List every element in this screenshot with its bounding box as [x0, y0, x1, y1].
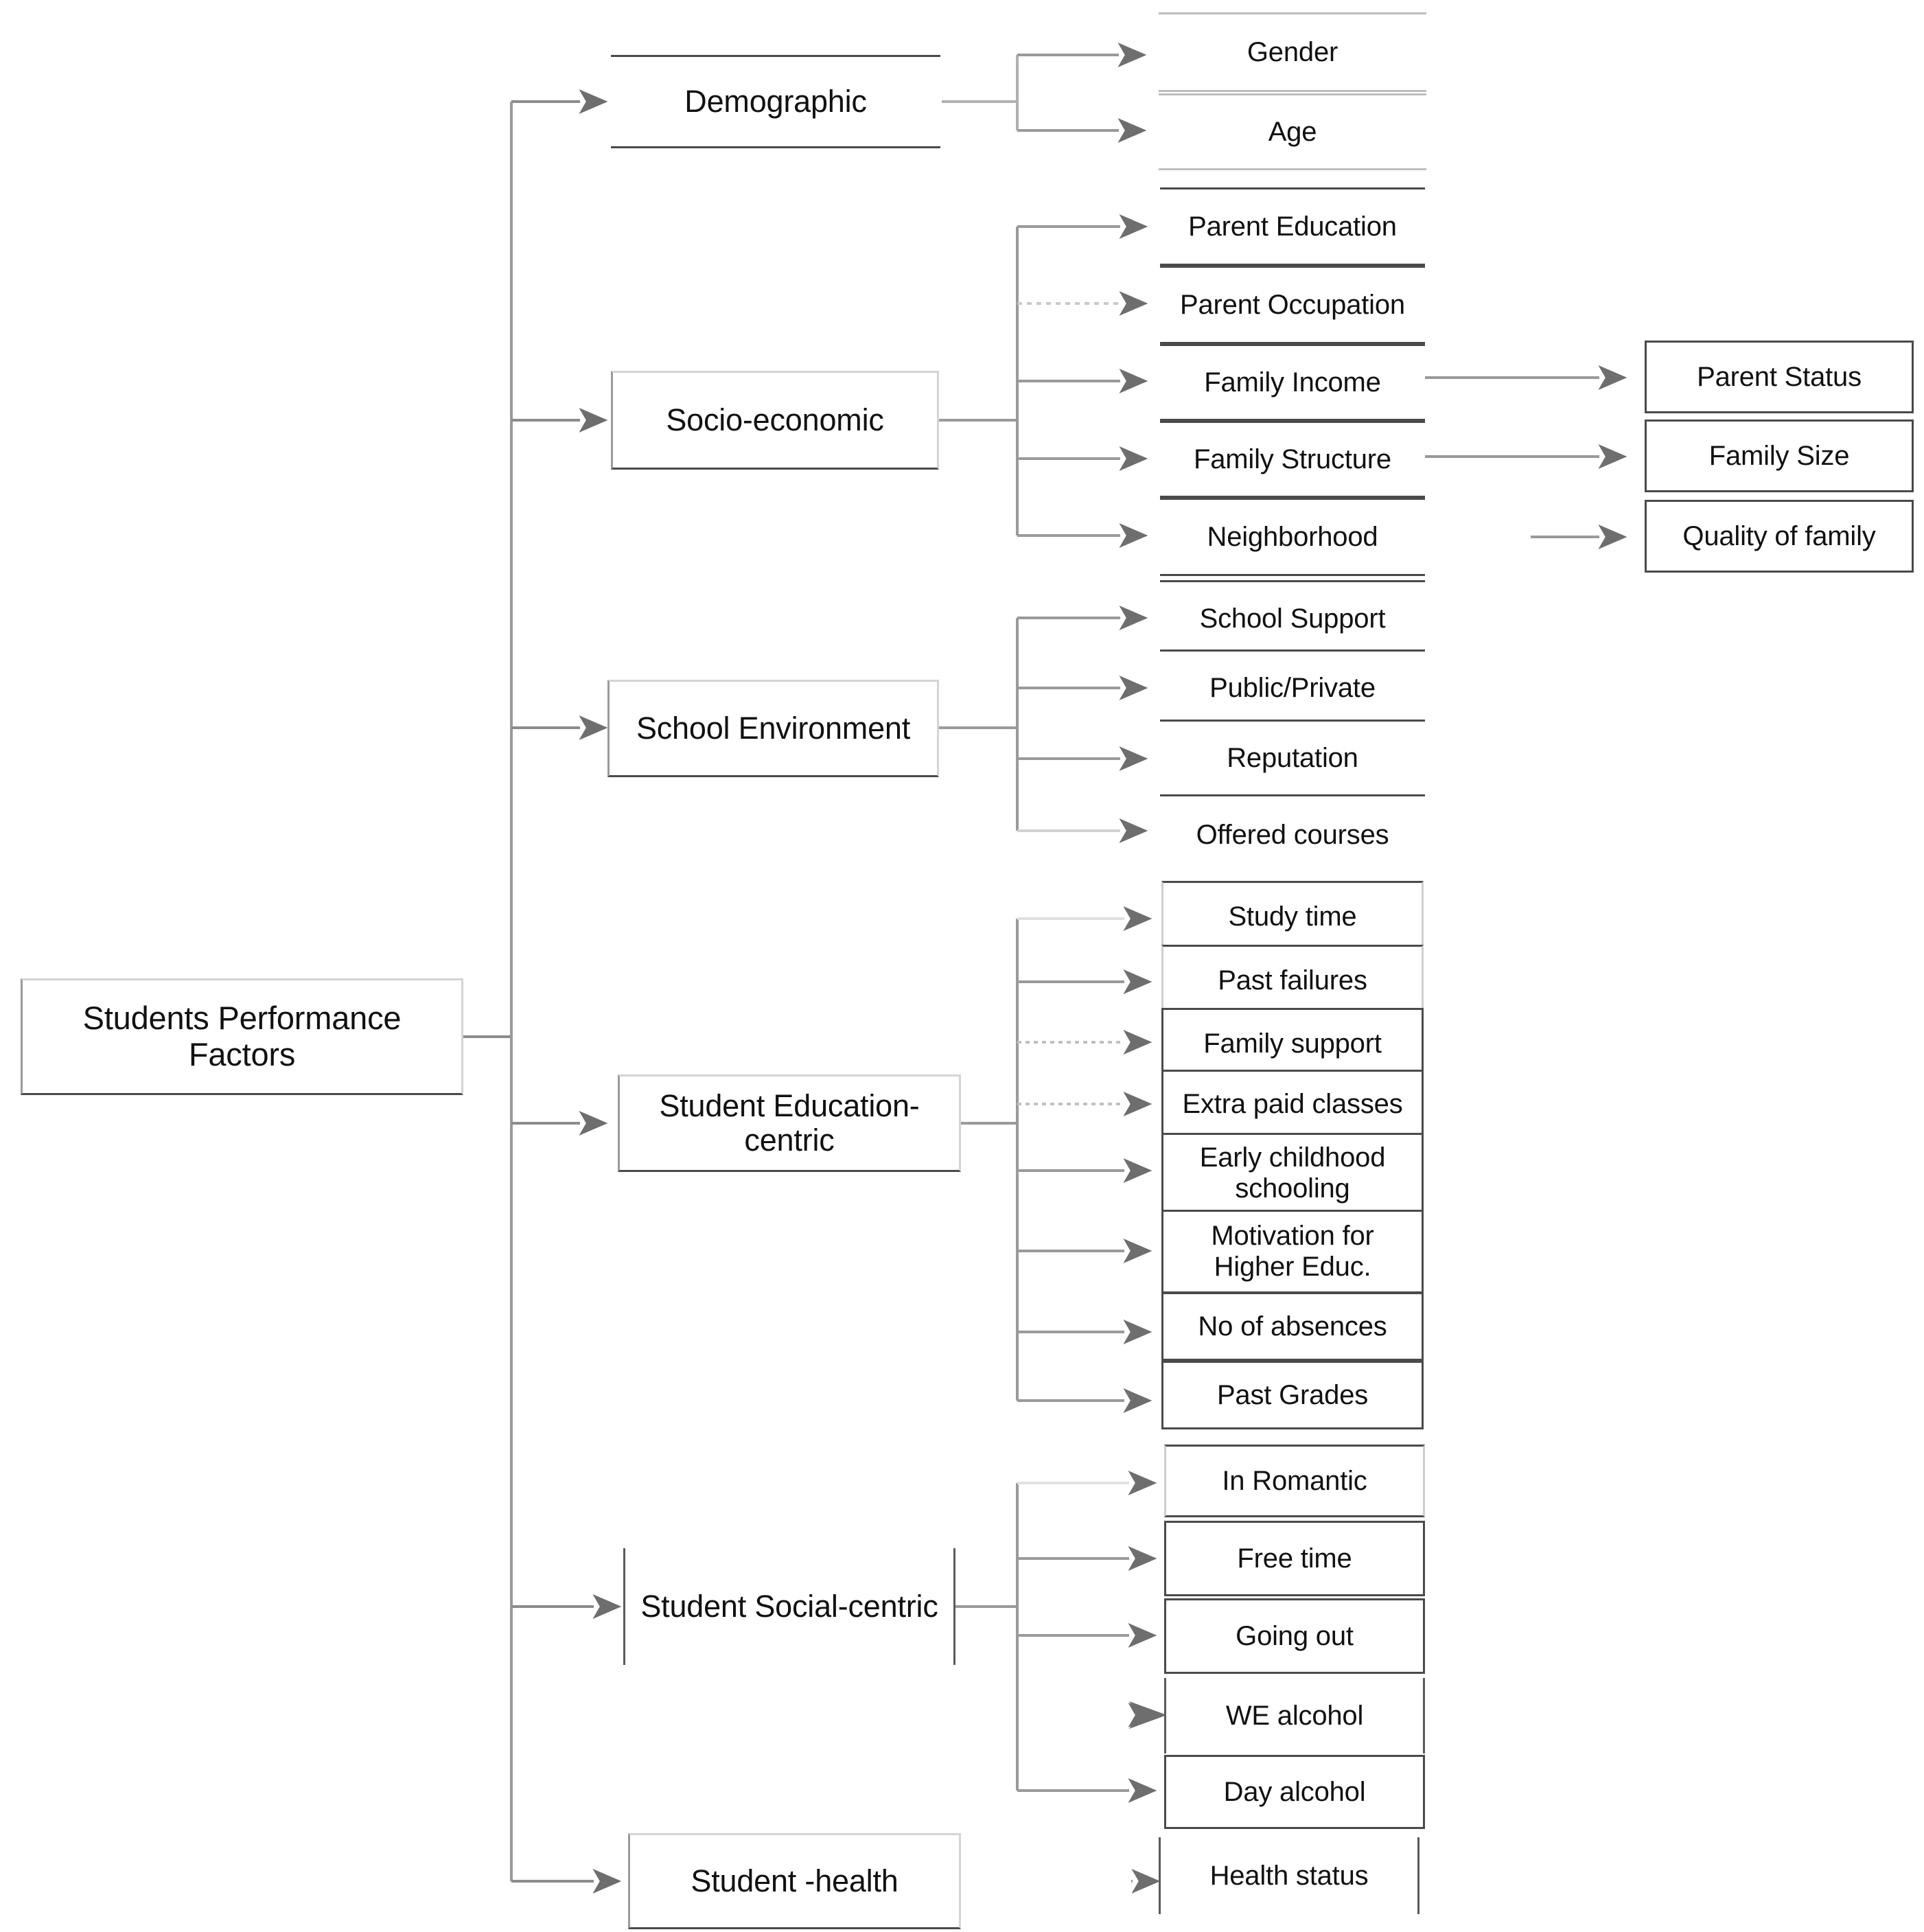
node-age[interactable]: Age	[1159, 93, 1426, 170]
root-node[interactable]: Students Performance Factors	[21, 978, 463, 1095]
node-socio-economic-label: Socio-economic	[666, 402, 884, 437]
node-past-failures-label: Past failures	[1218, 965, 1367, 996]
node-reputation[interactable]: Reputation	[1160, 720, 1425, 796]
node-parent-education-label: Parent Education	[1188, 211, 1397, 242]
node-student-health[interactable]: Student -health	[628, 1833, 961, 1929]
node-parent-status-label: Parent Status	[1697, 361, 1862, 392]
node-free-time[interactable]: Free time	[1164, 1521, 1425, 1596]
node-socio-economic[interactable]: Socio-economic	[611, 371, 939, 470]
node-quality-of-family[interactable]: Quality of family	[1645, 500, 1914, 573]
node-early-childhood-schooling[interactable]: Early childhood schooling	[1161, 1133, 1424, 1214]
node-family-size-label: Family Size	[1708, 440, 1850, 471]
node-offered-courses[interactable]: Offered courses	[1160, 796, 1425, 873]
node-school-environment-label: School Environment	[636, 710, 911, 746]
node-public-private-label: Public/Private	[1209, 672, 1376, 703]
node-demographic[interactable]: Demographic	[611, 55, 940, 148]
node-age-label: Age	[1268, 116, 1317, 147]
node-motivation-higher-educ-label: Motivation for Higher Educ.	[1211, 1221, 1374, 1282]
node-no-of-absences[interactable]: No of absences	[1161, 1292, 1424, 1361]
node-student-education-centric-label: Student Education-centric	[659, 1088, 920, 1158]
node-parent-education[interactable]: Parent Education	[1160, 187, 1425, 266]
node-no-of-absences-label: No of absences	[1198, 1311, 1387, 1342]
node-school-support[interactable]: School Support	[1160, 580, 1425, 657]
node-student-social-centric-label: Student Social-centric	[640, 1588, 938, 1624]
node-public-private[interactable]: Public/Private	[1160, 649, 1425, 726]
node-family-size[interactable]: Family Size	[1645, 419, 1914, 492]
node-school-environment[interactable]: School Environment	[607, 680, 939, 777]
node-past-failures[interactable]: Past failures	[1161, 945, 1424, 1016]
node-extra-paid-classes[interactable]: Extra paid classes	[1161, 1070, 1424, 1138]
node-going-out-label: Going out	[1236, 1620, 1354, 1651]
node-reputation-label: Reputation	[1227, 742, 1358, 773]
node-student-social-centric[interactable]: Student Social-centric	[623, 1548, 955, 1665]
node-family-structure[interactable]: Family Structure	[1160, 421, 1425, 498]
node-family-income-label: Family Income	[1204, 367, 1381, 398]
node-we-alcohol-label: WE alcohol	[1225, 1700, 1364, 1731]
node-parent-status[interactable]: Parent Status	[1645, 341, 1914, 413]
node-family-support-label: Family support	[1203, 1028, 1382, 1059]
node-extra-paid-classes-label: Extra paid classes	[1182, 1088, 1403, 1119]
node-study-time[interactable]: Study time	[1161, 881, 1424, 953]
node-quality-of-family-label: Quality of family	[1682, 520, 1876, 551]
node-we-alcohol[interactable]: WE alcohol	[1164, 1678, 1425, 1753]
node-parent-occupation-label: Parent Occupation	[1180, 289, 1405, 320]
root-node-label: Students Performance Factors	[82, 1000, 402, 1072]
node-motivation-higher-educ[interactable]: Motivation for Higher Educ.	[1161, 1210, 1424, 1293]
node-family-income[interactable]: Family Income	[1160, 344, 1425, 421]
node-student-education-centric[interactable]: Student Education-centric	[618, 1074, 961, 1172]
node-health-status-label: Health status	[1209, 1860, 1369, 1891]
node-free-time-label: Free time	[1237, 1543, 1352, 1574]
node-neighborhood[interactable]: Neighborhood	[1160, 498, 1425, 576]
node-neighborhood-label: Neighborhood	[1207, 521, 1378, 552]
node-offered-courses-label: Offered courses	[1196, 819, 1389, 850]
node-family-structure-label: Family Structure	[1194, 444, 1391, 474]
node-gender[interactable]: Gender	[1159, 12, 1426, 92]
node-past-grades-label: Past Grades	[1216, 1379, 1369, 1410]
node-day-alcohol[interactable]: Day alcohol	[1164, 1755, 1425, 1829]
node-gender-label: Gender	[1247, 36, 1338, 67]
node-demographic-label: Demographic	[684, 83, 867, 119]
node-parent-occupation[interactable]: Parent Occupation	[1160, 266, 1425, 344]
node-day-alcohol-label: Day alcohol	[1223, 1776, 1366, 1807]
node-going-out[interactable]: Going out	[1164, 1598, 1425, 1674]
node-past-grades[interactable]: Past Grades	[1161, 1361, 1424, 1429]
node-study-time-label: Study time	[1228, 901, 1357, 932]
node-in-romantic[interactable]: In Romantic	[1164, 1445, 1425, 1517]
node-health-status[interactable]: Health status	[1159, 1837, 1419, 1914]
node-early-childhood-schooling-label: Early childhood schooling	[1199, 1142, 1386, 1204]
node-family-support[interactable]: Family support	[1161, 1008, 1424, 1079]
node-student-health-label: Student -health	[691, 1863, 899, 1898]
node-in-romantic-label: In Romantic	[1222, 1465, 1367, 1496]
node-school-support-label: School Support	[1199, 603, 1386, 634]
